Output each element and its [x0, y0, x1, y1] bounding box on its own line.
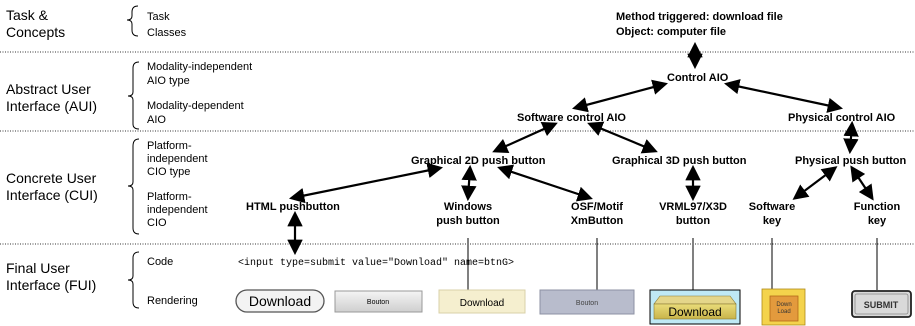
arrow-physical-control-to-push	[843, 120, 859, 155]
node-html-pushbutton: HTML pushbutton	[246, 201, 340, 213]
arrow-physical-to-software-key	[792, 166, 838, 200]
rendering-html-download-button: Download	[235, 289, 325, 313]
svg-text:SUBMIT: SUBMIT	[864, 300, 899, 310]
rendering-vrml-download: Download	[649, 289, 741, 325]
arrow-2d-to-osf	[497, 164, 593, 202]
rendering-osf-download: Download	[438, 289, 526, 314]
arrow-software-to-graphical-2d	[492, 122, 558, 153]
rendering-function-key-submit: SUBMIT	[851, 290, 912, 318]
level-label-task: Task &Concepts	[6, 7, 65, 40]
svg-text:Download: Download	[249, 293, 311, 309]
node-physical-push-button: Physical push button	[795, 155, 907, 167]
sub-label-classes: Classes	[147, 27, 187, 39]
arrow-control-to-software	[572, 79, 668, 113]
brace-aui	[127, 61, 140, 130]
svg-text:Download: Download	[460, 298, 504, 309]
node-physical-control-aio: Physical control AIO	[788, 112, 896, 124]
fui-code-line: <input type=submit value="Download" name…	[238, 257, 514, 269]
arrow-control-to-physical	[723, 79, 844, 113]
arrow-2d-to-windows	[461, 164, 477, 202]
arrow-physical-to-function-key	[850, 165, 874, 201]
rendering-windows-bouton: Bouton	[334, 290, 423, 313]
svg-text:Bouton: Bouton	[367, 299, 389, 306]
node-graphical-2d-push-button: Graphical 2D push button	[411, 155, 546, 167]
svg-text:Download: Download	[668, 305, 721, 319]
brace-cui	[127, 138, 140, 235]
sub-label-task: Task	[147, 11, 170, 23]
brace-task	[126, 5, 139, 37]
node-software-control-aio: Software control AIO	[517, 112, 626, 124]
svg-text:Bouton: Bouton	[576, 300, 598, 307]
node-control-aio: Control AIO	[667, 72, 729, 84]
node-graphical-3d-push-button: Graphical 3D push button	[612, 155, 747, 167]
arrow-2d-to-html	[288, 162, 444, 204]
arrow-software-to-graphical-3d	[587, 121, 658, 154]
brace-fui	[127, 251, 140, 309]
sub-label-rendering: Rendering	[147, 295, 198, 307]
sub-label-code: Code	[147, 256, 173, 268]
rendering-motif-bouton: Bouton	[539, 289, 635, 315]
